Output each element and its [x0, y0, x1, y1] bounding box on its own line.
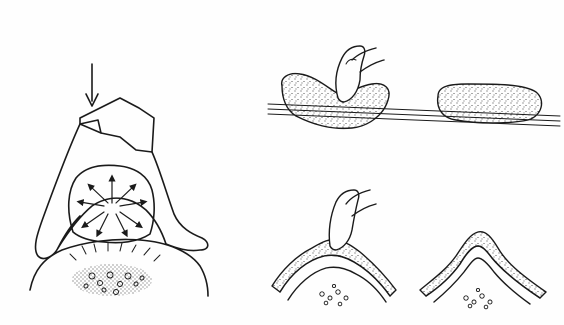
relaxed-tissue-icon [420, 232, 546, 309]
load-arrow-icon [86, 64, 98, 106]
trabecular-bone-icon [72, 264, 152, 296]
artificial-tooth-icon [80, 98, 154, 152]
relaxed-sponge-icon [438, 84, 542, 123]
trabecular-bone-icon [320, 284, 348, 305]
trabecular-bone-icon [464, 288, 492, 308]
denture-under-load-icon [30, 64, 208, 296]
soft-tissue-layer-icon [420, 232, 546, 298]
bone-stress-lines-icon [70, 243, 160, 261]
pressure-bulb-icon [69, 165, 154, 242]
finger-pressing-sponge-icon [268, 46, 560, 128]
denture-base-icon [35, 124, 207, 258]
finger-pressing-tissue-icon [272, 190, 396, 306]
finger-icon [329, 190, 376, 250]
pressure-arrows-icon [80, 178, 144, 234]
